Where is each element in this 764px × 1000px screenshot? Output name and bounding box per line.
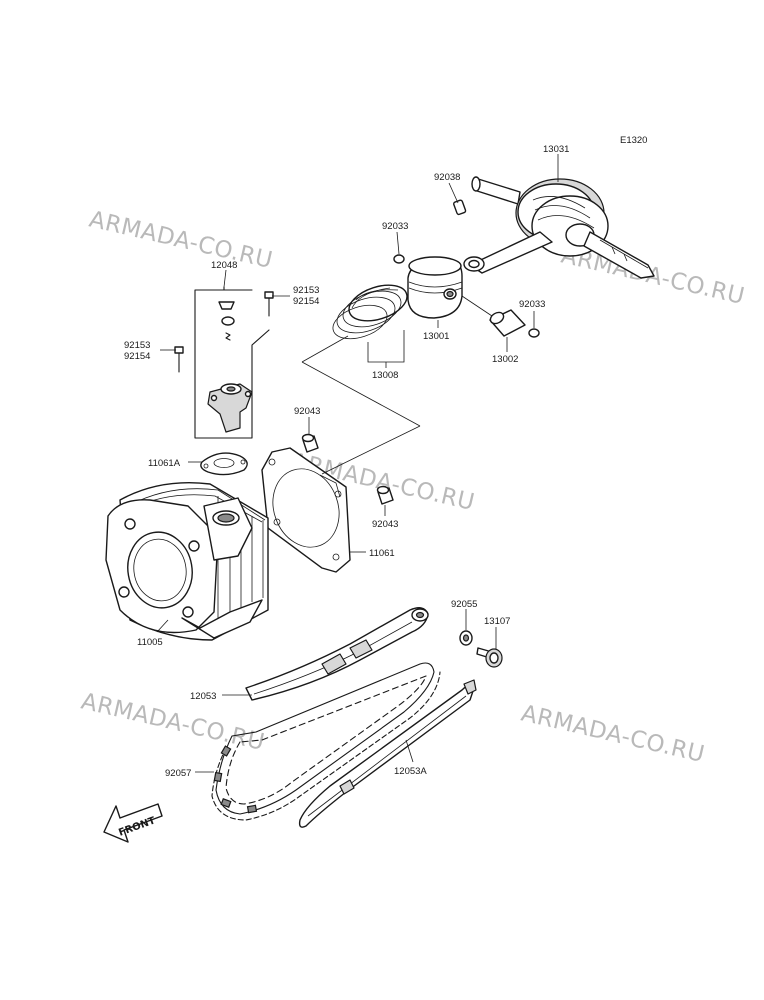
piston-pin: [489, 309, 526, 337]
piston-ring-set: [332, 284, 408, 340]
dowel-pin: [301, 433, 319, 453]
part-label-bolt: 92154: [124, 351, 150, 362]
part-label-chain-guide: 12053A: [394, 766, 427, 777]
piston-pin-clip: [528, 328, 540, 338]
watermark: ARMADA-CO.RU: [79, 689, 268, 757]
part-label-bolt: 92154: [293, 296, 319, 307]
cam-chain-tensioner: [207, 301, 253, 433]
key-part: [453, 199, 467, 216]
part-label-pin-clip: 92033: [382, 221, 408, 232]
leader-lines: [156, 154, 559, 773]
dowel-pin: [376, 485, 394, 505]
chain-tensioner-guide: [245, 607, 429, 701]
tensioner-bolt: [174, 346, 184, 373]
part-label-guide-bolt: 13107: [484, 616, 510, 627]
front-arrow-icon: FRONT: [103, 803, 163, 843]
part-label-gasket: 11061A: [148, 458, 181, 469]
part-label-bolt: 92153: [124, 340, 150, 351]
part-label-piston-rings: 13008: [372, 370, 398, 381]
part-label-base-gasket: 11061: [369, 548, 395, 559]
crankshaft-assembly: [463, 176, 655, 279]
cylinder-block: [105, 482, 269, 641]
part-label-cam-chain: 92057: [165, 768, 191, 779]
part-label-tensioner: 12048: [211, 260, 237, 271]
part-label-key: 92038: [434, 172, 460, 183]
tensioner-gasket: [200, 452, 248, 476]
watermark: ARMADA-CO.RU: [519, 701, 708, 769]
part-label-tensioner-guide: 12053: [190, 691, 216, 702]
watermark: ARMADA-CO.RU: [87, 207, 276, 275]
chain-guide: [298, 679, 477, 828]
part-label-piston-pin: 13002: [492, 354, 518, 365]
guide-washer: [459, 630, 473, 646]
part-label-dowel: 92043: [372, 519, 398, 530]
diagram-code: E1320: [620, 135, 647, 146]
part-label-crankshaft: 13031: [543, 144, 569, 155]
cylinder-base-gasket: [261, 447, 351, 573]
part-label-bolt: 92153: [293, 285, 319, 296]
part-label-pin-clip: 92033: [519, 299, 545, 310]
part-label-washer: 92055: [451, 599, 477, 610]
tensioner-bolt: [264, 291, 274, 317]
cam-chain: [211, 662, 441, 821]
part-label-dowel: 92043: [294, 406, 320, 417]
guide-bolt: [476, 647, 503, 668]
part-label-cylinder: 11005: [137, 637, 163, 648]
part-label-piston: 13001: [423, 331, 449, 342]
piston-assembly: [407, 256, 463, 319]
piston-pin-clip: [393, 254, 405, 264]
